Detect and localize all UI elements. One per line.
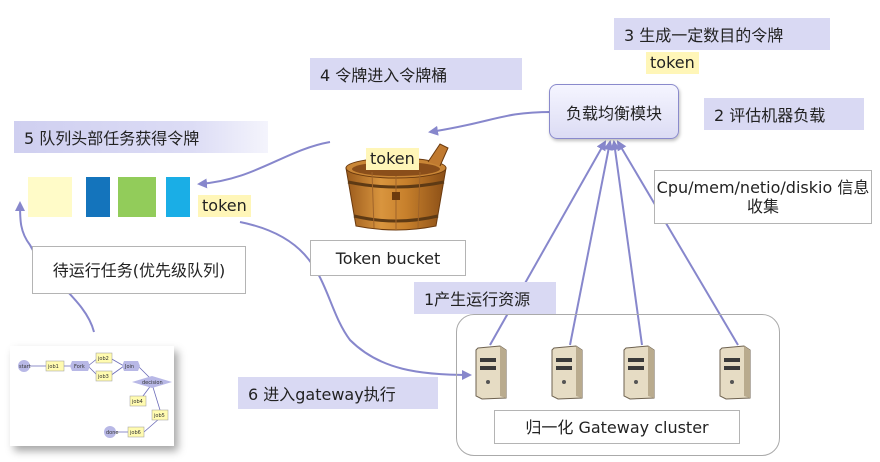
bucket-label: Token bucket <box>335 248 441 268</box>
wf-job1: job1 <box>47 364 59 370</box>
queue-task-2 <box>86 177 110 217</box>
queue-task-4 <box>166 177 190 217</box>
token-label-top: token <box>646 52 699 74</box>
arrow-queue-to-gateway <box>239 221 472 380</box>
server-icon-1 <box>475 345 507 400</box>
wf-join: Join <box>124 364 134 370</box>
cpu-info-box: Cpu/mem/netio/diskio 信息收集 <box>654 170 872 224</box>
wf-job4: job4 <box>131 399 143 405</box>
cluster-label: 归一化 Gateway cluster <box>525 417 709 437</box>
server-icon-4 <box>719 345 751 400</box>
pending-tasks-label: 待运行任务(优先级队列) <box>52 260 226 280</box>
arrow-server4-to-lb <box>616 140 739 346</box>
pending-tasks-box: 待运行任务(优先级队列) <box>32 246 246 294</box>
step4-label: 4 令牌进入令牌桶 <box>310 58 522 90</box>
cluster-label-box: 归一化 Gateway cluster <box>494 410 740 444</box>
load-balancer-box: 负载均衡模块 <box>549 84 679 139</box>
cpu-info-label: Cpu/mem/netio/diskio 信息收集 <box>656 178 870 216</box>
wf-decision: decision <box>142 380 163 386</box>
queue-task-3 <box>118 177 156 217</box>
arrow-bucket-to-queue <box>197 141 331 189</box>
arrow-lb-to-bucket <box>428 111 553 136</box>
server-icon-3 <box>623 345 655 400</box>
workflow-diagram: start job1 Fork job2 job3 Join decision … <box>10 346 174 446</box>
wf-job2: job2 <box>97 356 109 362</box>
wf-start: start <box>19 364 31 370</box>
arrow-server2-to-lb <box>569 140 614 346</box>
wf-job5: job5 <box>153 413 165 419</box>
token-label-queue: token <box>198 195 251 217</box>
arrow-server3-to-lb <box>610 140 643 346</box>
token-label-bucket: token <box>366 148 419 170</box>
wf-fork: Fork <box>74 364 85 370</box>
queue-task-1 <box>28 177 72 217</box>
wf-job3: job3 <box>97 374 109 380</box>
step3-label: 3 生成一定数目的令牌 <box>614 18 830 50</box>
step5-label: 5 队列头部任务获得令牌 <box>14 121 268 153</box>
server-icon-2 <box>551 345 583 400</box>
load-balancer-label: 负载均衡模块 <box>565 103 662 123</box>
step1-label: 1产生运行资源 <box>414 282 556 314</box>
wf-done: done <box>106 430 118 436</box>
step6-label: 6 进入gateway执行 <box>238 377 438 409</box>
gateway-cluster <box>456 314 780 456</box>
step2-label: 2 评估机器负载 <box>704 98 864 130</box>
wf-job6: job6 <box>129 430 141 436</box>
bucket-label-box: Token bucket <box>310 240 466 276</box>
